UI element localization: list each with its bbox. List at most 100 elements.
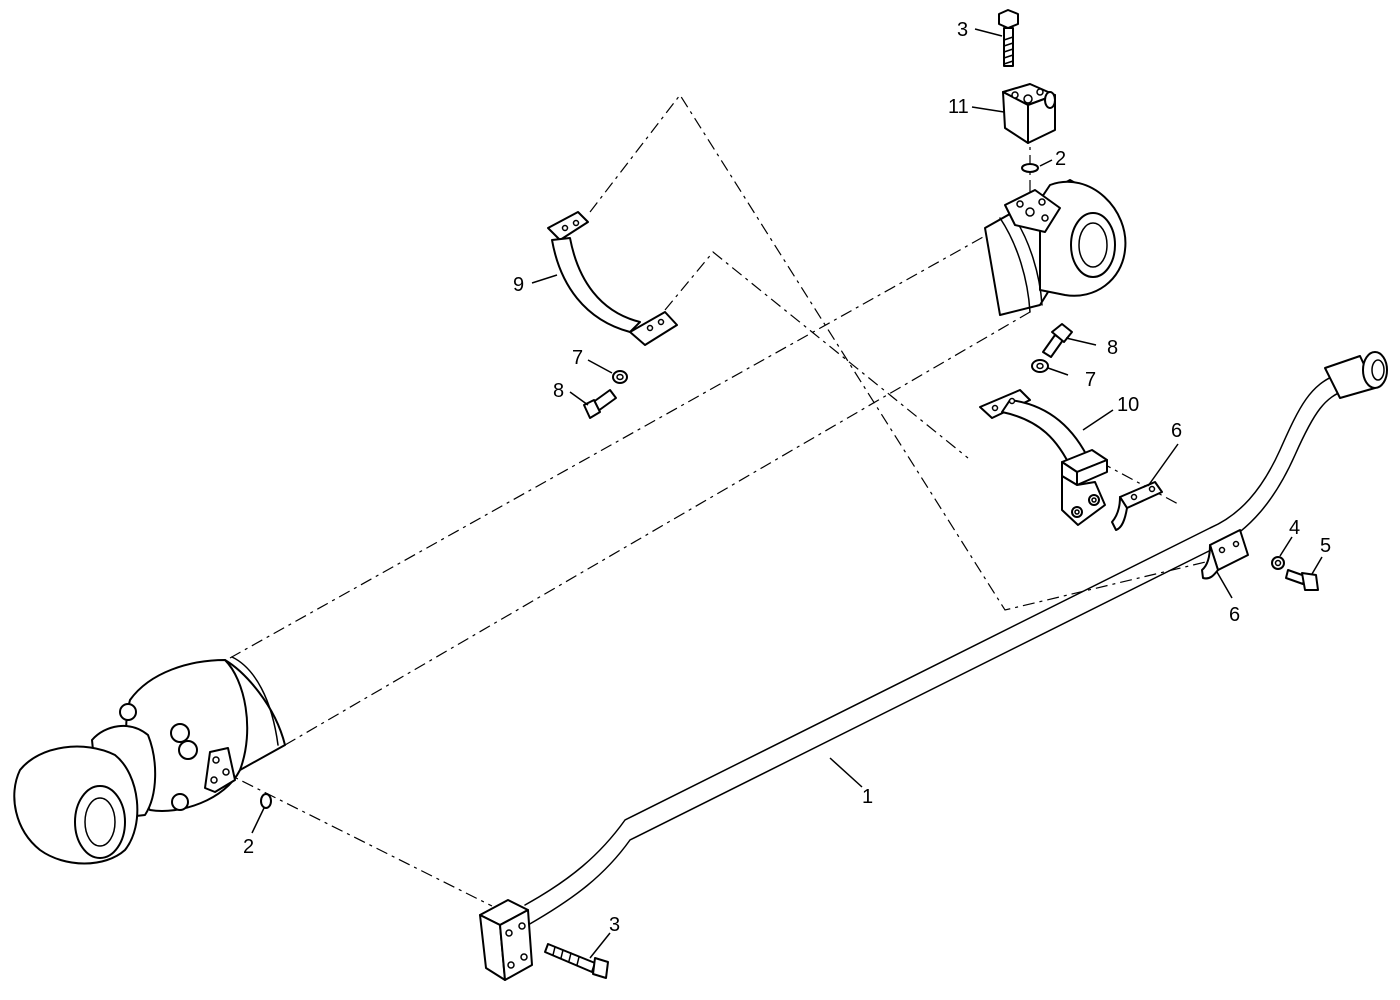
leader-lines xyxy=(251,28,1323,959)
gland-bolt-3 xyxy=(178,740,198,760)
bolt-5 xyxy=(1285,569,1319,591)
bolt-3-top-thread xyxy=(1003,36,1014,65)
callout-4: 4 xyxy=(1289,517,1300,539)
callout-8-left: 8 xyxy=(553,380,564,402)
leader-3-bottom xyxy=(589,932,611,959)
leader-3-top xyxy=(974,28,1003,37)
leader-10 xyxy=(1082,409,1114,431)
clamp-10-block-side xyxy=(1076,459,1108,486)
clamp-9-hole-1 xyxy=(561,224,569,232)
clip-6-lower xyxy=(1201,529,1249,580)
callout-5: 5 xyxy=(1320,535,1331,557)
clamp-9-hole-4 xyxy=(657,318,665,326)
clamp-9-upper-tab xyxy=(547,211,589,241)
block-11-port-boss xyxy=(1044,91,1056,109)
clamp-10-nut-1-hole xyxy=(1074,509,1080,515)
barrel-end-collar-line xyxy=(999,217,1031,313)
head-port-hole-3 xyxy=(210,776,218,784)
clamp-9-hole-3 xyxy=(646,324,654,332)
top-port-hole-4 xyxy=(1041,214,1049,222)
flange-hole-4 xyxy=(520,953,528,961)
washer-4-hole xyxy=(1274,559,1282,567)
bolt-3-top-head xyxy=(998,9,1019,29)
leader-2-top xyxy=(1039,159,1053,167)
washer-7-right-hole xyxy=(1036,362,1044,370)
clamp-9 xyxy=(547,211,678,346)
head-eye-bore xyxy=(74,785,126,859)
callout-6-lower: 6 xyxy=(1229,604,1240,626)
flange-hole-3 xyxy=(507,961,515,969)
block-11-hole-2 xyxy=(1036,88,1044,96)
bolt-5-head xyxy=(1301,572,1319,591)
leader-6-upper xyxy=(1147,443,1179,487)
barrel-head-collar-line xyxy=(231,656,279,746)
bolt-3-top-shank xyxy=(1003,27,1014,67)
o-ring-2-left xyxy=(260,793,272,809)
cylinder-lower-silhouette-line xyxy=(284,311,1031,746)
clamp-9-alignment-line xyxy=(589,93,1236,611)
tube-end-nut-face xyxy=(1371,359,1385,381)
callout-6-upper: 6 xyxy=(1171,420,1182,442)
cylinder-head-end xyxy=(13,656,286,865)
clamp-10 xyxy=(979,389,1108,526)
callout-2-left: 2 xyxy=(243,836,254,858)
bolt-8-right xyxy=(1042,323,1073,358)
head-port-hole-2 xyxy=(222,768,230,776)
clamp-9-hole-2 xyxy=(572,219,580,227)
leader-6-lower xyxy=(1216,571,1233,599)
clamp-10-hole-2 xyxy=(1008,397,1016,405)
block-11-hole-1 xyxy=(1011,91,1019,99)
leader-8-right xyxy=(1065,337,1097,346)
callout-2-top: 2 xyxy=(1055,148,1066,170)
top-port-hole-1 xyxy=(1016,200,1024,208)
callout-7-right: 7 xyxy=(1085,369,1096,391)
leader-8-left xyxy=(569,391,589,406)
leader-5 xyxy=(1311,556,1323,575)
callout-11: 11 xyxy=(948,96,969,118)
callout-numbers: 1 2 2 3 3 4 5 6 6 7 7 8 8 9 10 11 xyxy=(243,19,1331,936)
leader-7-left xyxy=(587,359,613,374)
assembly-centerlines xyxy=(219,93,1236,907)
leader-9 xyxy=(531,274,558,284)
clip-alignment-line xyxy=(1099,461,1181,506)
callout-7-left: 7 xyxy=(572,347,583,369)
clip-6-lower-hole-2 xyxy=(1232,540,1240,548)
callout-9: 9 xyxy=(513,274,524,296)
tube-lower-edge xyxy=(527,389,1346,926)
bolt-3-top xyxy=(998,9,1019,67)
bolt-3-bottom-head xyxy=(592,957,609,979)
top-port-hole-2 xyxy=(1038,198,1046,206)
clamp-9-lower-tab xyxy=(629,311,678,346)
leader-4 xyxy=(1279,536,1293,557)
clamp-10-nut-2-hole xyxy=(1091,497,1097,503)
top-port-hole-3 xyxy=(1025,207,1035,217)
flange-hole-2 xyxy=(518,922,526,930)
clip-6-lower-bend xyxy=(1201,544,1219,580)
gland-bolt-2 xyxy=(170,723,190,743)
flange-hole-1 xyxy=(505,929,513,937)
callout-10: 10 xyxy=(1117,394,1139,416)
tube-upper-edge xyxy=(524,373,1339,906)
cylinder-upper-silhouette-line xyxy=(229,221,1011,659)
block-11-hole-3 xyxy=(1023,94,1033,104)
leader-2-left xyxy=(251,807,265,834)
clamp-9-band xyxy=(551,237,641,333)
rod-eye-bore xyxy=(1070,212,1116,278)
rod-eye-bore-inner xyxy=(1078,222,1108,268)
o-ring-2-top xyxy=(1021,163,1039,173)
clamp-10-alignment-line xyxy=(664,251,969,459)
head-port-hole-1 xyxy=(212,756,220,764)
leader-1 xyxy=(829,757,863,788)
head-eye-bore-inner xyxy=(84,797,116,847)
clip-6-lower-hole-1 xyxy=(1218,546,1226,554)
callout-3-top: 3 xyxy=(957,19,968,41)
clip-6-upper-plate xyxy=(1119,481,1163,509)
callout-3-bottom: 3 xyxy=(609,914,620,936)
gland-bolt-1 xyxy=(119,703,137,721)
leader-11 xyxy=(971,106,1005,113)
hydraulic-tube xyxy=(524,351,1388,926)
clip-6-upper-bend xyxy=(1111,496,1128,531)
callout-8-right: 8 xyxy=(1107,337,1118,359)
washer-7-left-hole xyxy=(616,373,624,381)
